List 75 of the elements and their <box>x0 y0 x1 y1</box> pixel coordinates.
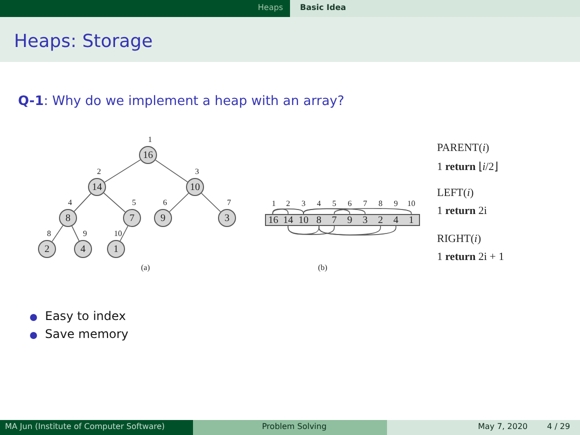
node-value: 8 <box>66 212 70 224</box>
index-number: 3 <box>195 167 199 176</box>
nav-section: Heaps <box>258 3 283 12</box>
index-number: 9 <box>394 199 398 208</box>
tree-edge <box>72 226 80 242</box>
tree-edge <box>120 226 128 242</box>
parent-child-arc <box>318 226 381 236</box>
code-line: 1 return ⌊i/2⌋ <box>437 160 498 173</box>
procedure-name: PARENT(i) <box>437 142 490 154</box>
node-value: 9 <box>160 212 166 224</box>
slide-title: Heaps: Storage <box>14 31 153 52</box>
index-number: 6 <box>163 198 167 207</box>
node-value: 9 <box>347 214 352 226</box>
node-value: 8 <box>316 214 322 226</box>
code-line: 1 return 2i + 1 <box>437 251 504 263</box>
footer-date: May 7, 2020 <box>478 422 528 431</box>
index-number: 1 <box>148 135 152 144</box>
parent-child-arc <box>303 208 366 214</box>
code-line: 1 return 2i <box>437 205 487 217</box>
tree-edge <box>52 225 64 242</box>
node-value: 3 <box>362 214 368 226</box>
footer-author: MA Jun (Institute of Computer Software) <box>5 422 165 431</box>
index-number: 7 <box>363 199 368 208</box>
tree-edge <box>155 160 188 182</box>
index-number: 2 <box>97 167 101 176</box>
index-number: 9 <box>83 229 87 238</box>
index-number: 2 <box>286 199 290 208</box>
index-number: 1 <box>272 199 276 208</box>
node-value: 4 <box>393 214 398 226</box>
tree-edge <box>169 192 189 212</box>
node-value: 7 <box>332 214 337 226</box>
parent-child-arc <box>318 226 396 236</box>
bullet-text: Easy to index <box>45 309 126 323</box>
question-text: Q-1: Why do we implement a heap with an array? <box>18 94 344 109</box>
node-value: 10 <box>190 182 200 192</box>
figure-caption: (a) <box>141 263 150 272</box>
footer-title: Problem Solving <box>262 422 327 431</box>
tree-edge <box>104 159 141 183</box>
tree-edge <box>74 193 92 212</box>
node-value: 4 <box>80 244 86 254</box>
node-value: 3 <box>224 212 230 224</box>
tree-edge <box>103 192 126 212</box>
index-number: 8 <box>47 229 51 238</box>
index-number: 8 <box>378 199 382 208</box>
index-number: 7 <box>227 198 231 207</box>
parent-child-arc <box>334 208 412 214</box>
parent-child-arc <box>303 208 350 214</box>
index-number: 6 <box>348 199 352 208</box>
parent-child-arc <box>288 226 335 235</box>
index-number: 4 <box>316 199 321 208</box>
node-value: 10 <box>298 214 308 226</box>
node-value: 1 <box>408 214 414 226</box>
index-number: 10 <box>114 229 122 238</box>
parent-child-arc <box>272 208 304 214</box>
index-number: 4 <box>68 198 72 207</box>
nav-subsection: Basic Idea <box>300 3 346 12</box>
node-value: 14 <box>283 214 294 226</box>
bullet-text: Save memory <box>45 327 128 341</box>
node-value: 1 <box>114 244 118 254</box>
node-value: 2 <box>378 214 383 226</box>
tree-edge <box>201 192 221 212</box>
node-value: 16 <box>143 150 153 160</box>
node-value: 7 <box>130 212 134 224</box>
index-number: 5 <box>332 199 336 208</box>
parent-child-arc <box>272 208 288 214</box>
index-number: 3 <box>301 199 306 208</box>
page-number: 4 / 29 <box>547 422 570 431</box>
node-value: 14 <box>92 182 102 192</box>
index-number: 5 <box>132 198 136 207</box>
procedure-name: LEFT(i) <box>437 187 474 199</box>
figure-caption: (b) <box>318 263 328 272</box>
procedure-name: RIGHT(i) <box>437 233 482 245</box>
node-value: 2 <box>44 244 50 254</box>
node-value: 16 <box>268 214 278 226</box>
index-number: 10 <box>407 199 416 208</box>
